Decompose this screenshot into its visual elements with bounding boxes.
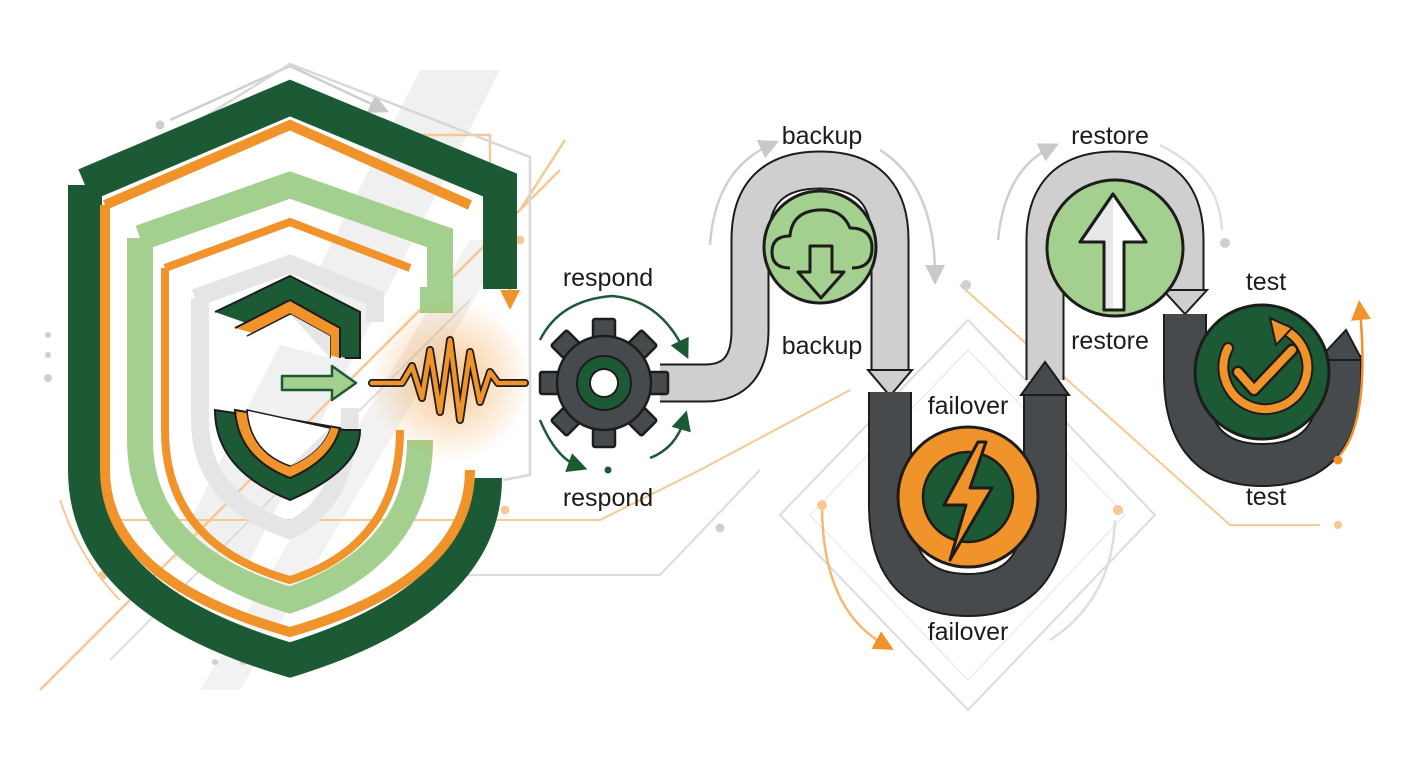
pulse-wave-icon — [368, 298, 532, 462]
restore-label-top: restore — [1071, 122, 1149, 150]
test-label-bottom: test — [1246, 483, 1286, 511]
flow-pipe-dark — [868, 314, 1364, 618]
input-arrow-icon — [280, 364, 358, 402]
respond-label-top: respond — [563, 264, 653, 292]
guide-arrows — [708, 140, 1371, 650]
backup-label-bottom: backup — [782, 332, 863, 360]
check-cycle-icon — [1193, 303, 1331, 441]
backup-label-top: backup — [782, 122, 863, 150]
test-label-top: test — [1246, 268, 1286, 296]
failover-label-bottom: failover — [928, 618, 1009, 646]
respond-cycle-arrows — [538, 294, 691, 474]
failover-label-top: failover — [928, 392, 1009, 420]
lightning-bolt-icon — [896, 425, 1040, 569]
respond-label-bottom: respond — [563, 484, 653, 512]
step-labels: respond respond backup backup failover f… — [563, 122, 1286, 646]
flow-pipe-light — [660, 150, 1210, 403]
gear-icon — [538, 317, 670, 449]
arrow-up-icon — [1045, 178, 1185, 318]
cloud-download-icon — [762, 189, 878, 305]
restore-label-bottom: restore — [1071, 327, 1149, 355]
